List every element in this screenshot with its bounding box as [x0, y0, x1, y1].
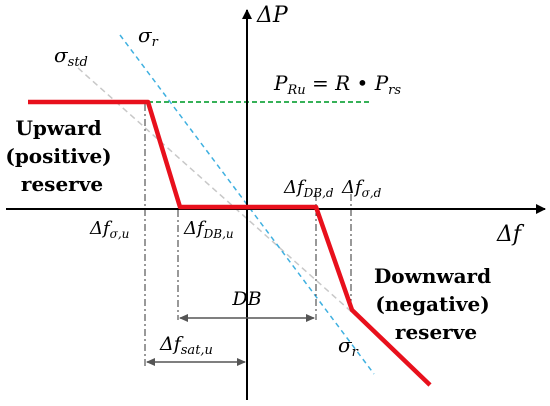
- sigma-std-label: σstd: [54, 43, 88, 70]
- f-db-u-label: ΔfDB,u: [183, 218, 234, 241]
- f-db-d-label: ΔfDB,d: [283, 177, 334, 200]
- upward-reserve-label: Upward (positive) reserve: [5, 116, 118, 196]
- sigma-r-bottom-label: σr: [338, 333, 359, 360]
- sigma-std-line: [77, 67, 356, 316]
- droop-characteristic-curve: [28, 99, 432, 387]
- reserve-equation: PRu = R • Prs: [273, 71, 401, 98]
- f-sat-u-label: Δfsat,u: [159, 333, 213, 358]
- downward-reserve-label: Downward (negative) reserve: [374, 264, 498, 344]
- sigma-r-top-label: σr: [138, 23, 159, 50]
- f-sigma-u-label: Δfσ,u: [89, 218, 129, 241]
- db-label: DB: [231, 288, 261, 310]
- f-sigma-d-label: Δfσ,d: [341, 177, 382, 200]
- x-axis-label: Δf: [496, 222, 525, 247]
- y-axis-label: ΔP: [256, 3, 289, 28]
